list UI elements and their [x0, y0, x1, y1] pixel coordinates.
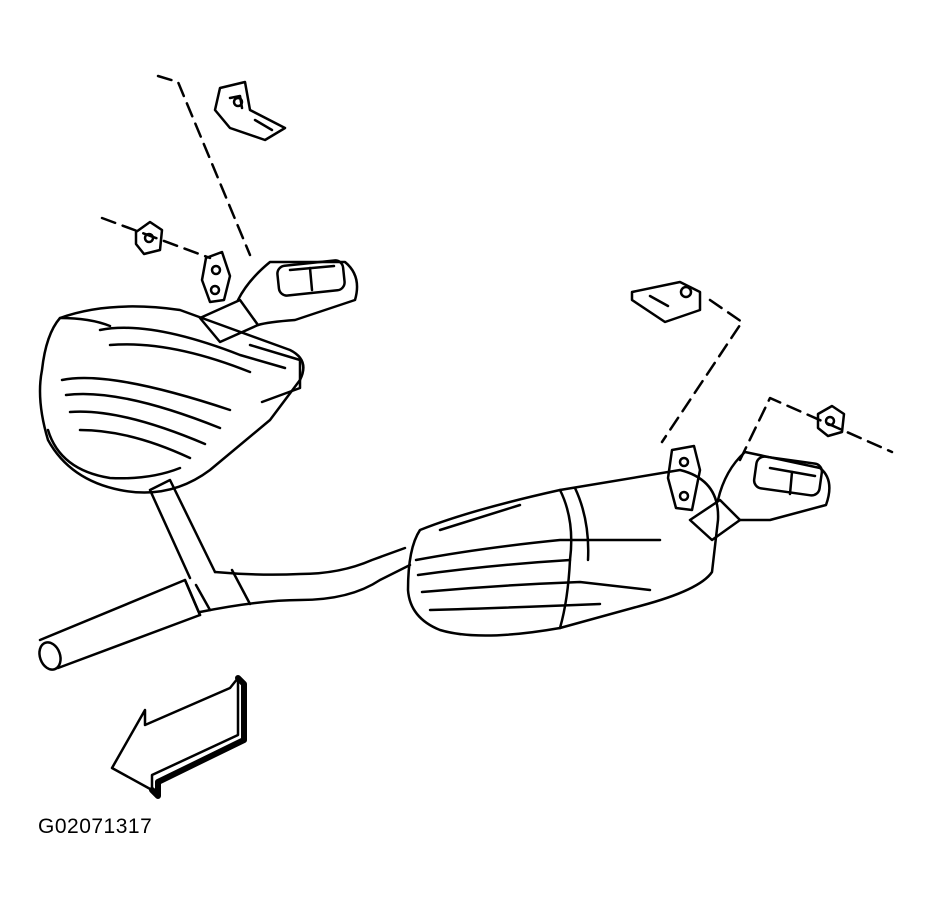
leader-line-nut-right [738, 396, 894, 462]
y-pipe [38, 478, 412, 671]
isolator-right [666, 444, 702, 512]
leader-line-left [156, 74, 252, 257]
exhaust-tip-left [198, 259, 359, 344]
exhaust-tip-right [688, 450, 831, 542]
muffler-right [406, 468, 720, 637]
retaining-nut-left [134, 220, 164, 256]
figure-id-label: G02071317 [38, 815, 153, 838]
arrow-left-icon [110, 675, 247, 799]
hanger-bracket-left [213, 80, 287, 142]
hanger-bracket-right [630, 280, 702, 324]
muffler-left [38, 305, 305, 494]
leader-line-nut-left [100, 216, 212, 260]
isolator-left [200, 250, 232, 304]
leader-line-right [660, 298, 744, 444]
retaining-nut-right [816, 404, 846, 438]
